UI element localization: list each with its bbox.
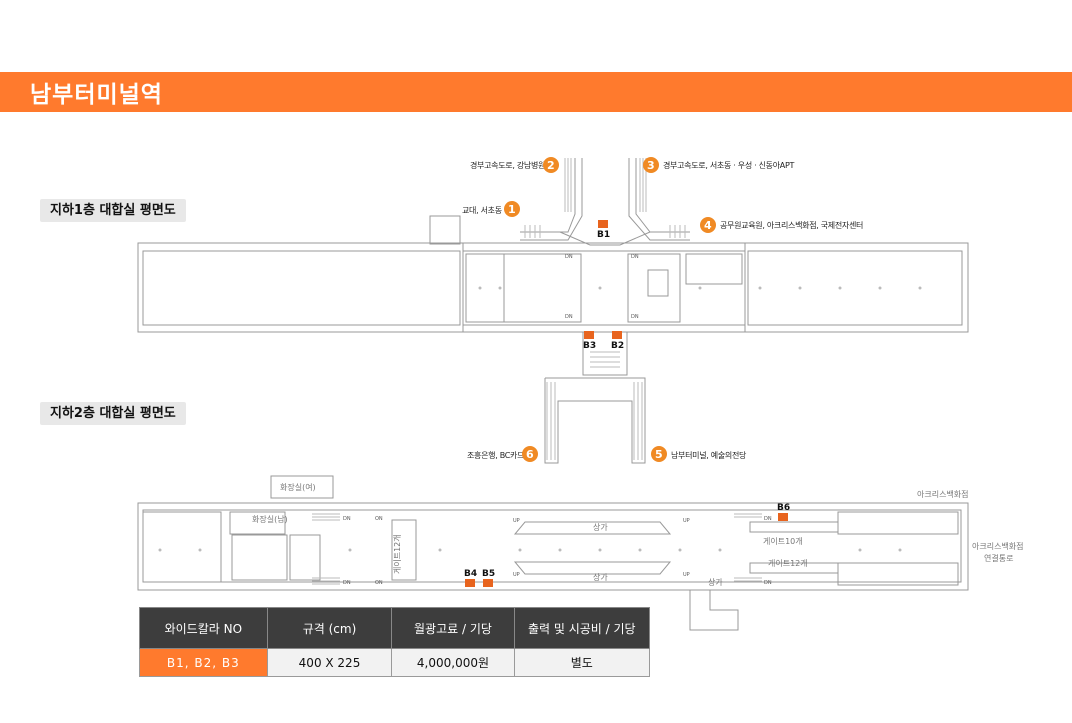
table-header-row: 와이드칼라 NO 규격 (cm) 월광고료 / 기당 출력 및 시공비 / 기당 — [139, 607, 651, 649]
restroom-women-room — [270, 475, 334, 499]
gates-12-label: 게이트12개 — [768, 558, 808, 568]
up-label-2: UP — [513, 572, 520, 578]
up-label-4: UP — [683, 572, 690, 578]
marker-b1-square — [598, 220, 608, 228]
restroom-women-label: 화장실(여) — [280, 482, 316, 492]
exit-5-label: 남부터미널, 예술의전당 — [671, 450, 747, 460]
header-monthly-fee: 월광고료 / 기당 — [391, 607, 515, 649]
dn-label-4: DN — [631, 314, 639, 320]
dn-label-8: DN — [764, 580, 772, 586]
exit-3-badge — [643, 157, 659, 173]
exit-6-badge — [522, 446, 538, 462]
marker-b2: B2 — [611, 331, 624, 351]
dn-label-7: DN — [764, 516, 772, 522]
cell-ad-numbers: B1, B2, B3 — [139, 648, 268, 677]
cell-monthly-fee: 4,000,000원 — [391, 648, 515, 677]
shops-label-2: 상가 — [593, 572, 608, 582]
b1-west-hall — [142, 250, 461, 326]
header-wide-color-no: 와이드칼라 NO — [139, 607, 268, 649]
shops-label-3: 상가 — [708, 577, 723, 587]
marker-b4-label: B4 — [464, 569, 477, 579]
title-bar: 남부터미널역 — [0, 72, 1072, 112]
exit-2-badge — [543, 157, 559, 173]
exit-4-label: 공무원교육원, 아크리스백화점, 국제전자센터 — [720, 220, 863, 230]
exit-2-label: 경부고속도로, 강남병원 — [470, 160, 545, 170]
exit-3-number: 3 — [647, 159, 655, 172]
restroom-men-label: 화장실(남) — [252, 514, 288, 524]
dn-label-6: DN — [343, 580, 351, 586]
marker-b2-square — [612, 331, 622, 339]
on-label-1: ON — [375, 516, 383, 522]
exit-1-badge — [504, 201, 520, 217]
marker-b4: B4 — [464, 569, 477, 587]
acris-link-label-2: 연결통로 — [984, 553, 1013, 563]
exit-4: 4 공무원교육원, 아크리스백화점, 국제전자센터 — [700, 217, 863, 233]
dn-label-2: DN — [565, 314, 573, 320]
marker-b5: B5 — [482, 569, 495, 587]
marker-b5-square — [483, 579, 493, 587]
marker-b3: B3 — [583, 331, 596, 351]
exit-3-label: 경부고속도로, 서초동 · 우성 · 신동아APT — [663, 160, 794, 170]
header-size: 규격 (cm) — [266, 607, 393, 649]
b1-outline — [137, 242, 969, 333]
marker-b6-label: B6 — [777, 503, 790, 513]
marker-b6: B6 — [777, 503, 790, 521]
cell-size: 400 X 225 — [266, 648, 393, 677]
exit-5-number: 5 — [655, 448, 663, 461]
floor-label-b1: 지하1층 대합실 평면도 — [40, 199, 186, 222]
marker-b3-square — [584, 331, 594, 339]
exit-3: 3 경부고속도로, 서초동 · 우성 · 신동아APT — [643, 157, 795, 173]
table-row: B1, B2, B3 400 X 225 4,000,000원 별도 — [139, 648, 651, 677]
marker-b3-label: B3 — [583, 341, 596, 351]
acris-store-label: 아크리스백화점 — [917, 489, 969, 499]
dn-label-3: DN — [631, 254, 639, 260]
page-title: 남부터미널역 — [30, 82, 163, 108]
exit-1: 교대, 서초동 1 — [462, 201, 520, 217]
up-label-1: UP — [513, 518, 520, 524]
exit-2-number: 2 — [547, 159, 555, 172]
exit-6: 조흥은행, BC카드 6 — [467, 446, 538, 462]
marker-b1-label: B1 — [597, 230, 610, 240]
exit-1-label: 교대, 서초동 — [462, 206, 502, 215]
marker-b2-label: B2 — [611, 341, 624, 351]
exit-6-label: 조흥은행, BC카드 — [467, 450, 524, 460]
exit-1-number: 1 — [508, 203, 516, 216]
acris-link-label-1: 아크리스백화점 — [972, 541, 1024, 551]
gates-10-label: 게이트10개 — [763, 536, 803, 546]
exit-5-badge — [651, 446, 667, 462]
marker-b5-label: B5 — [482, 569, 495, 579]
pricing-table: 와이드칼라 NO 규격 (cm) 월광고료 / 기당 출력 및 시공비 / 기당… — [139, 607, 651, 677]
dn-label-1: DN — [565, 254, 573, 260]
exit-6-number: 6 — [526, 448, 534, 461]
shops-label-1: 상가 — [593, 522, 608, 532]
gates-vertical-label: 게이트12개 — [392, 534, 402, 574]
exit-2: 경부고속도로, 강남병원 2 — [470, 157, 559, 173]
b2-outline — [137, 502, 969, 591]
marker-b1: B1 — [597, 220, 610, 240]
marker-b4-square — [465, 579, 475, 587]
on-label-2: ON — [375, 580, 383, 586]
exit-4-badge — [700, 217, 716, 233]
floor-label-b2: 지하2층 대합실 평면도 — [40, 402, 186, 425]
header-install-cost: 출력 및 시공비 / 기당 — [513, 607, 651, 649]
dn-label-5: DN — [343, 516, 351, 522]
cell-install-cost: 별도 — [513, 648, 651, 677]
up-label-3: UP — [683, 518, 690, 524]
exit-5: 5 남부터미널, 예술의전당 — [651, 446, 747, 462]
exit-4-number: 4 — [704, 219, 712, 232]
marker-b6-square — [778, 513, 788, 521]
